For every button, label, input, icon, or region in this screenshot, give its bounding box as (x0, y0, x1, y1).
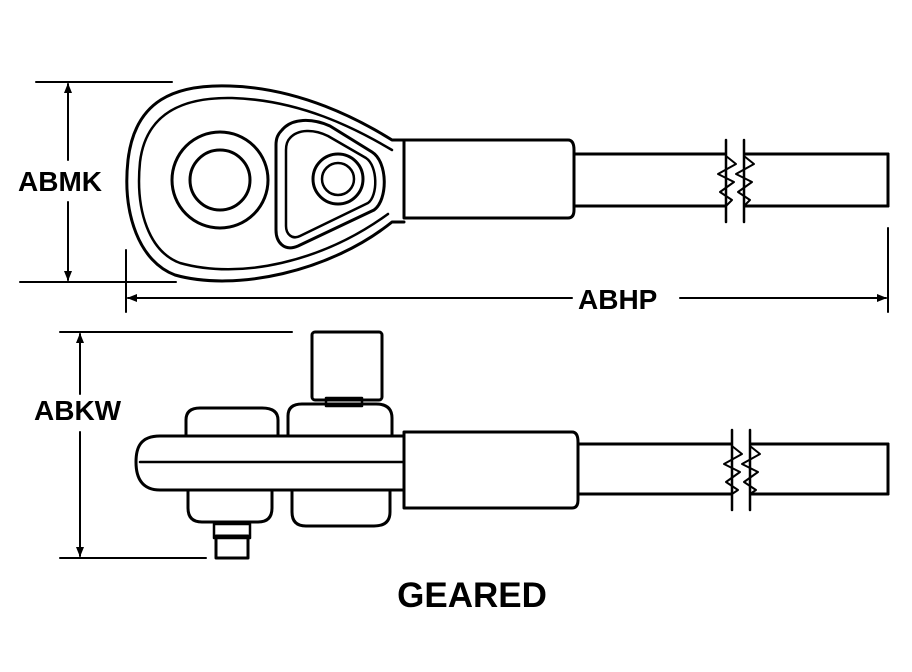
drive-hole-inner (188, 148, 252, 212)
head-lobe-upper-left (184, 406, 280, 438)
dimension-abkw: ABKW (34, 331, 293, 559)
abkw-label: ABKW (34, 395, 122, 426)
drive-square-bottom (214, 534, 250, 560)
handle-grip (402, 138, 576, 220)
caption-geared: GEARED (397, 576, 547, 615)
break-symbol-top (717, 138, 755, 224)
top-view-ratchet (125, 84, 890, 283)
drive-stub-bottom (212, 522, 252, 540)
drive-square-neck (324, 396, 364, 408)
selector-knob-outer (311, 152, 365, 206)
abmk-label: ABMK (18, 166, 102, 197)
side-view-ratchet (134, 330, 890, 560)
dimension-abmk: ABMK (18, 81, 177, 283)
dimension-abhp: ABHP (125, 227, 889, 315)
selector-plate-outer (274, 119, 386, 250)
head-lobe-upper-right (286, 402, 394, 438)
head-lobe-lower-right (290, 488, 392, 528)
selector-knob-inner (320, 161, 356, 197)
head-body (134, 434, 406, 492)
ratchet-head-outline (125, 84, 406, 283)
ratchet-head-inner-outline (137, 96, 394, 271)
handle-grip-side (402, 430, 580, 510)
selector-plate-inner (284, 129, 377, 239)
break-symbol-side (723, 428, 761, 512)
drive-hole-outer (170, 130, 270, 230)
drive-square-top (310, 330, 384, 402)
abhp-label: ABHP (578, 284, 657, 315)
head-lobe-lower-left (186, 488, 274, 524)
